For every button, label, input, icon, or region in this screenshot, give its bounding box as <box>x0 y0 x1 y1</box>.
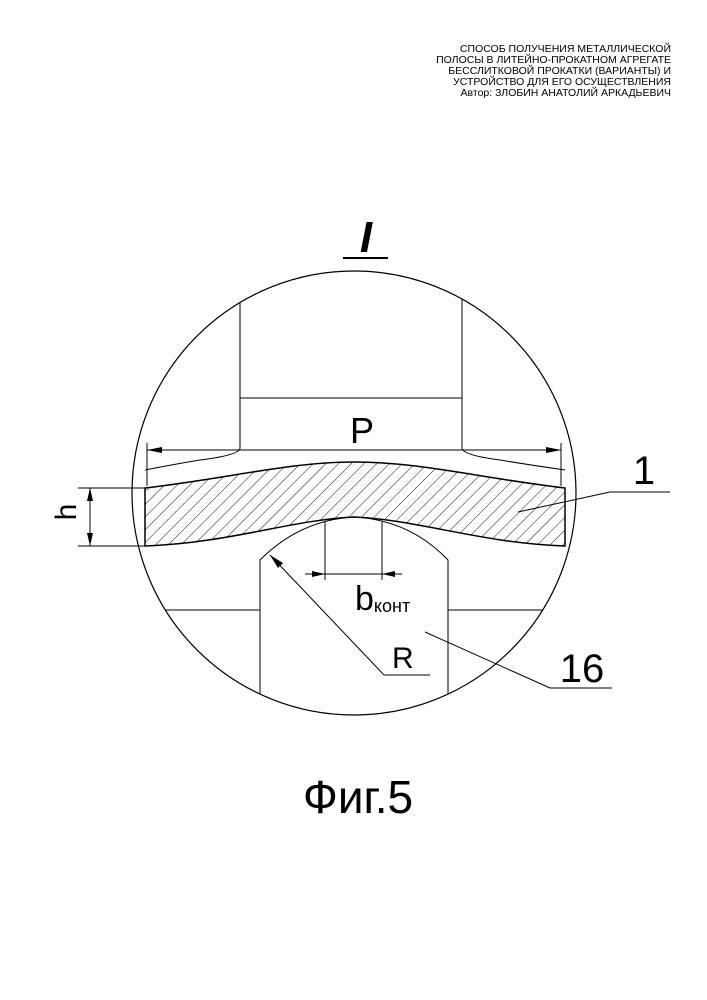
callout-16-label: 16 <box>560 647 605 691</box>
dim-b-arrow-right <box>382 571 395 577</box>
dim-b-label: bконт <box>355 580 410 618</box>
callout-16-leader <box>425 632 550 688</box>
strip-section <box>145 462 565 546</box>
radius-label: R <box>392 642 414 675</box>
view-label: I <box>360 213 373 262</box>
callout-1-label: 1 <box>633 449 655 493</box>
dim-p-arrow-left <box>147 447 162 453</box>
dim-h-label: h <box>50 504 83 521</box>
dim-p-arrow-right <box>546 447 561 453</box>
dim-h-arrow-top <box>87 488 93 501</box>
lower-roll-contour <box>260 517 448 730</box>
dim-b-arrow-left <box>312 571 325 577</box>
figure-caption: Фиг.5 <box>303 771 413 823</box>
dim-h-arrow-bottom <box>87 533 93 546</box>
dim-b-subscript: конт <box>374 596 410 616</box>
dim-p-label: P <box>350 410 374 451</box>
